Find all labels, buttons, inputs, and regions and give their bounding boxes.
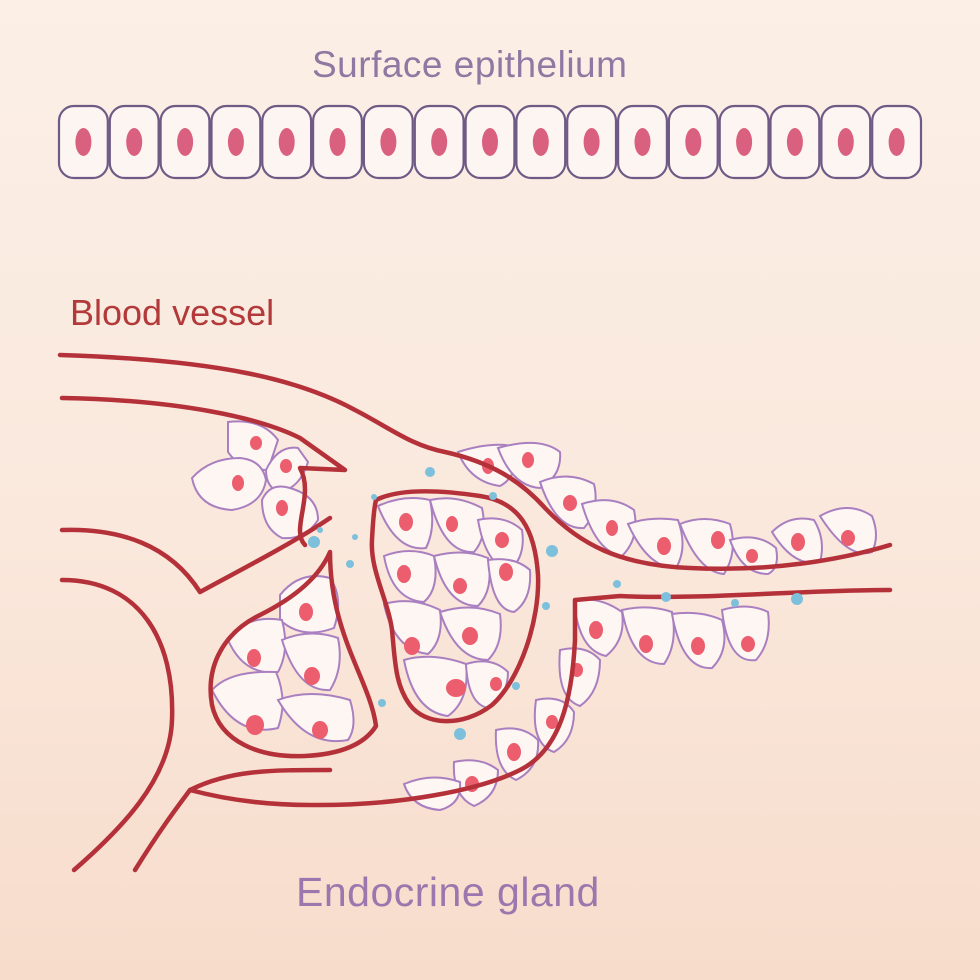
vessel-wall-lower-branch: [59, 577, 175, 873]
epithelium-nucleus: [634, 128, 651, 156]
gland-nucleus: [304, 667, 320, 685]
gland-cell: [486, 558, 532, 614]
gland-nucleus: [606, 520, 618, 536]
blood-vessel: [57, 352, 893, 873]
vessel-wall-inner-lobe: [208, 549, 379, 759]
gland-nucleus: [791, 533, 805, 551]
gland-cell: [558, 647, 602, 708]
vessel-wall-lower-inner: [187, 767, 333, 793]
gland-cell: [626, 517, 684, 570]
gland-nucleus: [639, 635, 653, 653]
gland-cell: [276, 693, 355, 743]
gland-nucleus: [657, 537, 671, 555]
epithelium-nucleus: [278, 128, 295, 156]
gland-nucleus: [280, 459, 292, 473]
gland-cell: [280, 632, 341, 692]
gland-nucleus: [250, 436, 262, 450]
vessel-wall-left-branch: [59, 515, 333, 595]
hormone-dot: [489, 492, 497, 500]
epithelium-nucleus: [177, 128, 194, 156]
gland-nuclei: [232, 436, 855, 792]
gland-nucleus: [446, 516, 458, 532]
gland-nucleus: [563, 495, 577, 511]
gland-nucleus: [522, 452, 534, 468]
gland-nucleus: [399, 513, 413, 531]
hormone-dot: [546, 545, 558, 557]
gland-cell: [402, 655, 468, 718]
gland-nucleus: [312, 721, 328, 739]
blood-vessel-label: Blood vessel: [70, 292, 275, 333]
gland-nucleus: [495, 532, 509, 548]
gland-cell: [720, 605, 770, 662]
epithelium-nucleus: [685, 128, 702, 156]
epithelium-nucleus: [786, 128, 803, 156]
gland-nucleus: [246, 715, 264, 735]
vessel-wall-loop: [369, 488, 541, 724]
endocrine-gland-label: Endocrine gland: [296, 869, 600, 915]
hormone-dot: [352, 534, 358, 540]
gland-nucleus: [276, 500, 288, 516]
gland-nucleus: [490, 677, 502, 691]
gland-nucleus: [711, 531, 725, 549]
gland-cell: [190, 456, 268, 512]
epithelium-nucleus: [837, 128, 854, 156]
hormone-dot: [317, 527, 323, 533]
gland-nucleus: [546, 715, 558, 729]
epithelium-nucleus: [75, 128, 92, 156]
gland-nucleus: [462, 627, 478, 645]
gland-nucleus: [453, 578, 467, 594]
gland-nucleus: [507, 743, 521, 761]
epithelium-nucleus: [482, 128, 498, 156]
hormone-dot: [378, 699, 386, 707]
hormone-dot: [371, 494, 377, 500]
epithelium-nucleus: [380, 128, 397, 156]
gland-nucleus: [746, 549, 758, 563]
hormone-dot: [613, 580, 621, 588]
vessel-wall-top: [57, 352, 893, 572]
epithelium-nucleus: [532, 128, 549, 156]
gland-nucleus: [299, 603, 313, 621]
epithelium-nucleus: [126, 128, 143, 156]
epithelium-nucleus: [227, 128, 244, 156]
gland-nucleus: [247, 649, 261, 667]
epithelium-nucleus: [329, 128, 346, 156]
gland-nucleus: [232, 475, 244, 491]
gland-nucleus: [446, 679, 466, 697]
gland-cell: [382, 600, 442, 656]
gland-nucleus: [691, 637, 705, 655]
hormone-dot: [346, 560, 354, 568]
epithelium-nucleus: [431, 128, 448, 156]
surface-epithelium: [57, 104, 923, 180]
gland-nucleus: [397, 565, 411, 583]
hormone-dot: [542, 602, 550, 610]
gland-nucleus: [499, 563, 513, 581]
hormone-dots: [308, 467, 803, 740]
hormone-dot: [454, 728, 466, 740]
hormone-dot: [512, 682, 520, 690]
epithelium-nucleus: [583, 128, 600, 156]
epithelium-nucleus: [888, 128, 905, 156]
gland-nucleus: [741, 636, 755, 652]
hormone-dot: [791, 593, 803, 605]
hormone-dot: [425, 467, 435, 477]
hormone-dot: [661, 592, 671, 602]
surface-epithelium-label: Surface epithelium: [312, 44, 628, 85]
hormone-dot: [308, 536, 320, 548]
gland-nucleus: [841, 530, 855, 546]
epithelium-nucleus: [736, 128, 753, 156]
hormone-dot: [731, 599, 739, 607]
gland-nucleus: [589, 621, 603, 639]
vessel-wall-upper-branch: [59, 395, 348, 548]
gland-nucleus: [404, 637, 420, 655]
